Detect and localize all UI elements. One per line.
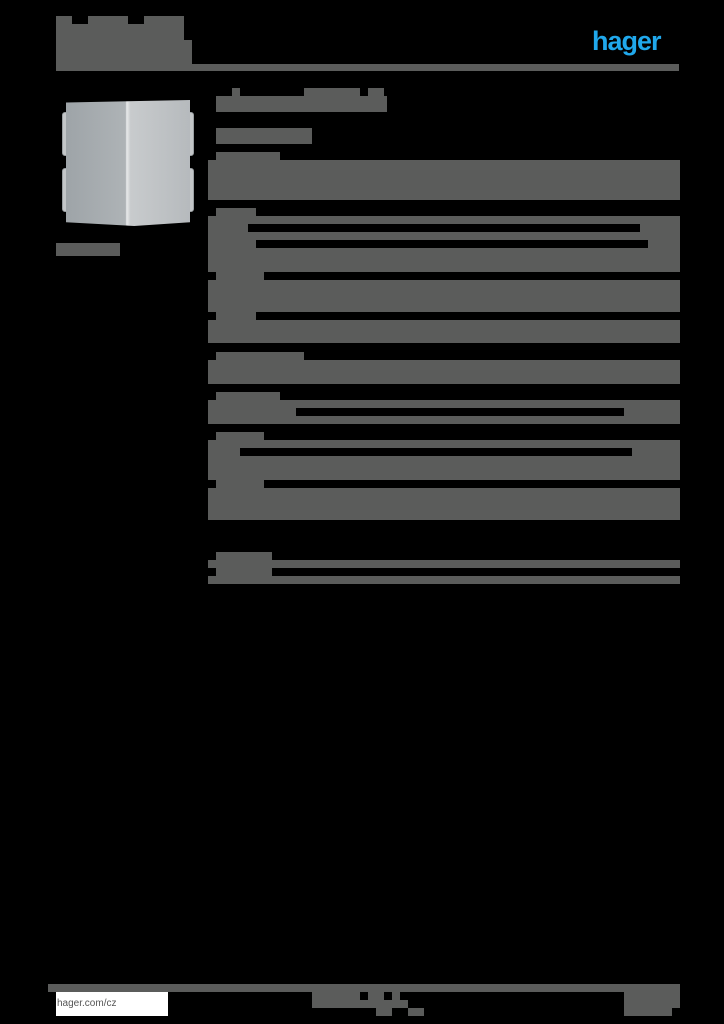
section-tech-3-body — [208, 360, 680, 384]
section-description-body — [208, 160, 680, 200]
enclosure-body — [66, 100, 190, 226]
section-tech-4-row — [208, 416, 680, 424]
section-tech-1-row-right — [648, 240, 680, 248]
section-tech-6-row — [208, 576, 680, 584]
header-title-line-1c — [144, 16, 184, 24]
section-tech-6-label — [216, 552, 272, 560]
section-tech-5-row-left — [208, 448, 240, 456]
product-name-ascenders — [304, 88, 360, 96]
section-tech-4-row-left — [208, 408, 296, 416]
footer-rule — [48, 984, 680, 992]
product-name — [216, 96, 387, 112]
section-tech-1-row — [208, 232, 680, 240]
section-tech-4-row — [208, 400, 680, 408]
product-code — [216, 128, 312, 144]
footer-center-block — [368, 992, 384, 1000]
section-tech-1-row — [208, 216, 680, 224]
section-tech-1-row-left — [208, 240, 256, 248]
section-tech-2-label — [216, 272, 264, 280]
section-tech-2-body — [208, 280, 680, 312]
section-tech-5-row-right — [632, 448, 680, 456]
product-image-caption — [56, 243, 120, 256]
header-title-line-1b — [88, 16, 128, 24]
section-tech-5-sublabel — [216, 480, 264, 488]
product-name-ascenders — [232, 88, 240, 96]
header-rule — [56, 64, 679, 71]
website-link[interactable]: hager.com/cz — [56, 992, 168, 1016]
hager-logo: hager — [592, 26, 662, 56]
product-name-ascenders — [344, 88, 360, 96]
section-tech-4-label — [216, 392, 280, 400]
footer-center-descender — [376, 1008, 392, 1016]
header-title-line-1 — [56, 16, 72, 24]
section-tech-6-row-left — [216, 568, 272, 576]
header-title-block — [56, 24, 184, 40]
footer-center-block — [312, 992, 360, 1000]
section-tech-6-row — [208, 560, 680, 568]
footer-center-text — [312, 1000, 408, 1008]
section-tech-1-row-right — [640, 224, 680, 232]
footer-center-descender — [408, 1008, 424, 1016]
section-tech-1-row — [208, 248, 680, 272]
section-tech-2-body-2 — [208, 320, 680, 343]
website-link-text: hager.com/cz — [57, 998, 117, 1009]
section-tech-5-body-2 — [208, 488, 680, 520]
section-tech-5-row — [208, 440, 680, 448]
header-subtitle-block — [56, 40, 192, 64]
footer-right-block — [624, 992, 680, 1008]
section-tech-1-label — [216, 208, 256, 216]
footer-right-block-2 — [624, 1008, 672, 1016]
section-tech-3-label — [216, 352, 304, 360]
section-tech-2-sublabel — [216, 312, 256, 320]
section-tech-4-row-right — [624, 408, 680, 416]
section-tech-5-label — [216, 432, 264, 440]
product-image — [62, 98, 194, 230]
product-name-ascenders — [368, 88, 384, 96]
section-tech-1-row-left — [208, 224, 248, 232]
section-description-label — [216, 152, 280, 160]
footer-center-block — [392, 992, 400, 1000]
section-tech-5-body — [208, 456, 680, 480]
